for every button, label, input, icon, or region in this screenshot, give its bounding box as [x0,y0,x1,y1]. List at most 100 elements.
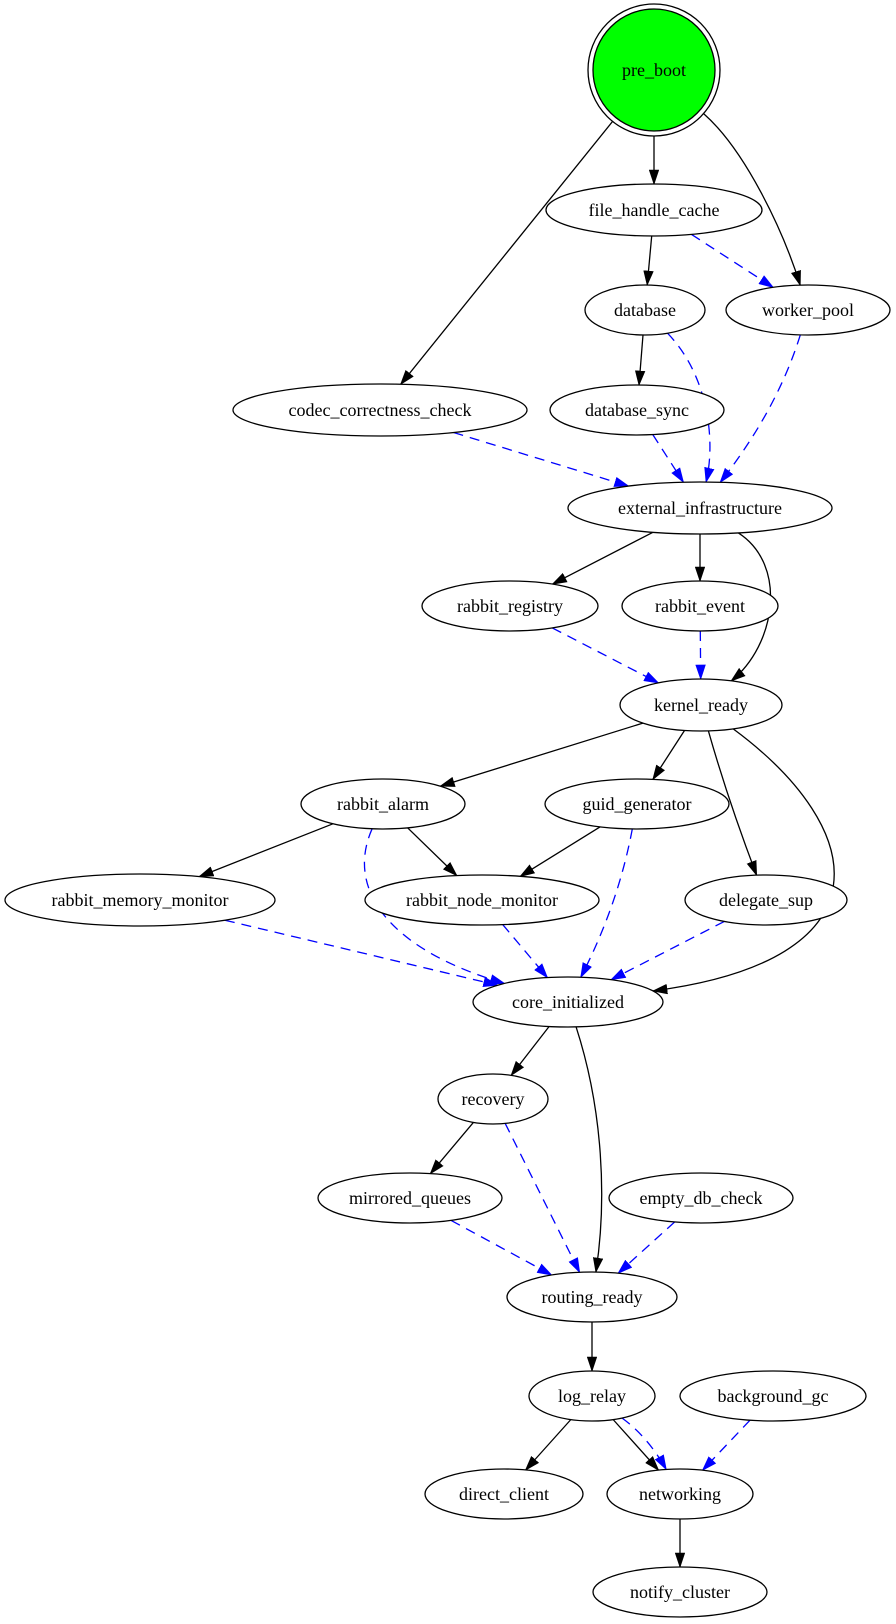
node-rabbit_alarm: rabbit_alarm [300,778,466,830]
edge-log_relay-direct_client-solid [524,1419,572,1471]
edge-database-external_infrastructure-dashed [667,332,715,484]
node-rabbit_memory_monitor: rabbit_memory_monitor [4,873,276,927]
node-pre_boot-inner-circle [592,8,716,132]
node-rabbit_event-shape [621,580,779,632]
edge-pre_boot-worker_pool-solid [703,113,801,287]
node-rabbit_event-label: rabbit_event [655,596,745,616]
edge-kernel_ready-guid_generator-solid [652,730,686,781]
node-mirrored_queues-shape [317,1172,503,1224]
node-pre_boot-label: pre_boot [622,60,686,80]
node-delegate_sup-shape [684,874,848,926]
node-notify_cluster-shape [592,1566,768,1618]
edge-mirrored_queues-routing_ready-dashed [450,1219,553,1276]
edge-database_sync-external_infrastructure-dashed [652,434,685,484]
edge-pre_boot-codec_correctness_check-solid [399,120,614,386]
node-direct_client-shape [424,1468,584,1520]
node-log_relay: log_relay [528,1370,656,1422]
edge-rabbit_alarm-rabbit_node_monitor-solid [407,827,458,877]
edge-kernel_ready-core_initialized-solid [651,728,835,995]
edge-background_gc-networking-dashed [701,1419,751,1472]
node-guid_generator-shape [544,778,730,830]
node-rabbit_registry-shape [421,580,599,632]
node-empty_db_check: empty_db_check [608,1172,794,1224]
node-codec_correctness_check-label: codec_correctness_check [289,400,472,420]
edge-codec_correctness_check-external_infrastructure-dashed [453,431,630,487]
node-rabbit_event: rabbit_event [621,580,779,632]
node-rabbit_registry-label: rabbit_registry [457,596,563,616]
node-empty_db_check-shape [608,1172,794,1224]
node-core_initialized-label: core_initialized [512,992,624,1012]
edge-guid_generator-core_initialized-dashed [580,828,633,979]
edge-recovery-routing_ready-dashed [504,1123,581,1274]
node-worker_pool-shape [725,284,891,336]
edge-kernel_ready-delegate_sup-solid [707,730,758,877]
node-rabbit_memory_monitor-label: rabbit_memory_monitor [52,890,229,910]
node-rabbit_node_monitor: rabbit_node_monitor [364,874,600,926]
edge-core_initialized-routing_ready-solid [575,1026,604,1274]
node-pre_boot: pre_boot [587,3,721,137]
node-file_handle_cache-shape [545,183,763,237]
node-direct_client: direct_client [424,1468,584,1520]
node-kernel_ready-shape [619,678,783,732]
edge-rabbit_node_monitor-core_initialized-dashed [502,924,549,979]
node-log_relay-label: log_relay [558,1386,626,1406]
node-file_handle_cache: file_handle_cache [545,183,763,237]
node-recovery-shape [437,1073,549,1125]
edge-core_initialized-recovery-solid [510,1026,550,1077]
node-database_sync-label: database_sync [585,400,689,420]
edge-external_infrastructure-rabbit_registry-solid [551,531,654,585]
node-rabbit_alarm-label: rabbit_alarm [337,794,429,814]
edge-rabbit_memory_monitor-core_initialized-dashed [224,919,499,987]
node-rabbit_memory_monitor-shape [4,873,276,927]
edge-rabbit_alarm-core_initialized-dashed [363,828,506,985]
node-rabbit_registry: rabbit_registry [421,580,599,632]
node-networking-label: networking [639,1484,721,1504]
node-kernel_ready: kernel_ready [619,678,783,732]
node-recovery-label: recovery [462,1089,525,1109]
node-routing_ready-label: routing_ready [542,1287,643,1307]
edge-kernel_ready-rabbit_alarm-solid [439,722,644,787]
edge-guid_generator-rabbit_node_monitor-solid [519,826,601,878]
node-routing_ready-shape [506,1271,678,1323]
node-rabbit_alarm-shape [300,778,466,830]
node-database: database [584,284,706,336]
node-guid_generator-label: guid_generator [583,794,692,814]
node-guid_generator: guid_generator [544,778,730,830]
edge-rabbit_registry-kernel_ready-dashed [552,627,660,684]
node-mirrored_queues-label: mirrored_queues [349,1188,471,1208]
edge-file_handle_cache-database-solid [643,235,654,287]
node-rabbit_node_monitor-shape [364,874,600,926]
edge-delegate_sup-core_initialized-dashed [610,920,725,981]
edge-rabbit_alarm-rabbit_memory_monitor-solid [197,823,334,878]
node-delegate_sup-label: delegate_sup [719,890,813,910]
node-routing_ready: routing_ready [506,1271,678,1323]
edge-log_relay-networking-solid [612,1419,660,1472]
node-codec_correctness_check: codec_correctness_check [232,383,528,437]
node-recovery: recovery [437,1073,549,1125]
node-background_gc: background_gc [679,1370,867,1422]
node-notify_cluster-label: notify_cluster [630,1582,730,1602]
node-notify_cluster: notify_cluster [592,1566,768,1618]
node-background_gc-label: background_gc [718,1386,829,1406]
node-core_initialized-shape [472,976,664,1028]
edge-worker_pool-external_infrastructure-dashed [719,334,801,484]
node-worker_pool-label: worker_pool [762,300,854,320]
node-background_gc-shape [679,1370,867,1422]
node-delegate_sup: delegate_sup [684,874,848,926]
edges-layer [197,113,835,1569]
edge-log_relay-networking-dashed [621,1417,667,1471]
edge-database-database_sync-solid [634,334,646,387]
node-database-label: database [614,300,676,320]
node-database-shape [584,284,706,336]
node-core_initialized: core_initialized [472,976,664,1028]
node-rabbit_node_monitor-label: rabbit_node_monitor [406,890,558,910]
node-kernel_ready-label: kernel_ready [654,695,748,715]
node-empty_db_check-label: empty_db_check [640,1188,763,1208]
node-file_handle_cache-label: file_handle_cache [589,200,720,220]
node-networking-shape [606,1468,754,1520]
node-worker_pool: worker_pool [725,284,891,336]
edge-recovery-mirrored_queues-solid [429,1121,474,1175]
node-external_infrastructure: external_infrastructure [567,481,833,535]
